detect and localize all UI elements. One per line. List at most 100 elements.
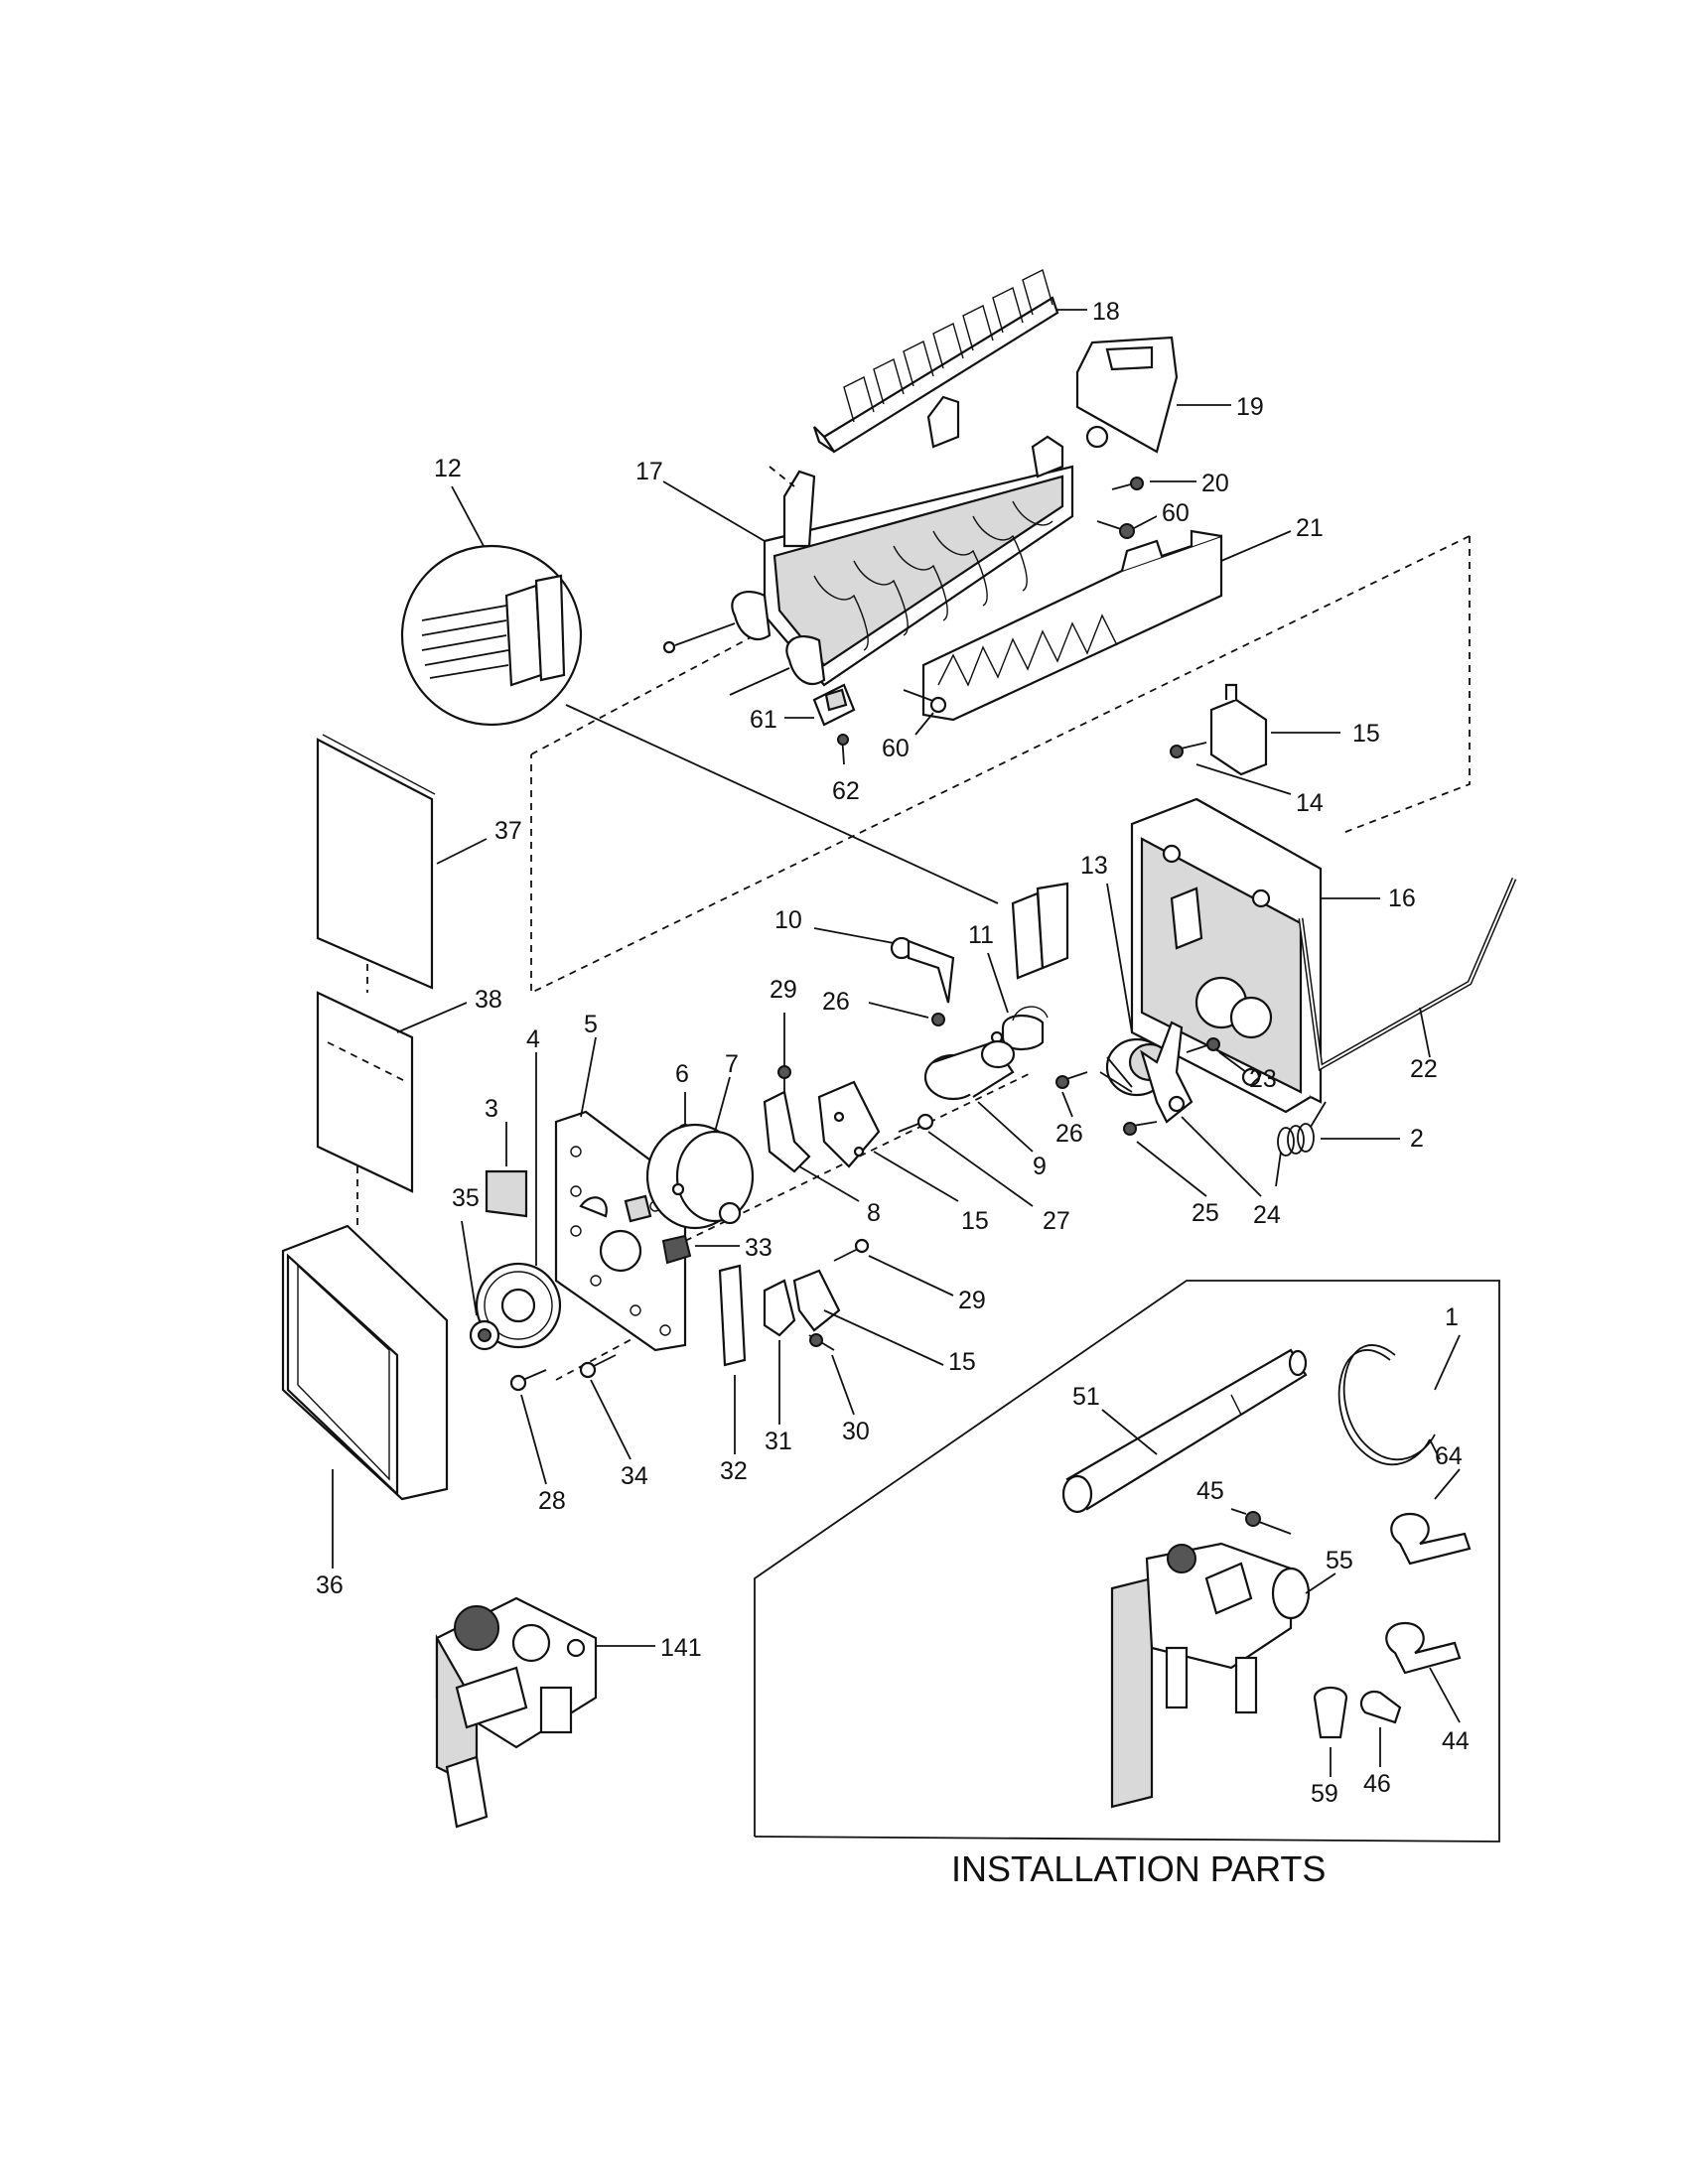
part-8-lever xyxy=(763,1090,860,1202)
part-28-screw xyxy=(509,1369,547,1485)
callout-31: 31 xyxy=(765,1428,792,1455)
callout-9: 9 xyxy=(1033,1153,1047,1180)
callout-29-upper: 29 xyxy=(770,976,797,1004)
part-29-screw-lower xyxy=(833,1238,954,1297)
part-25-screw xyxy=(1123,1121,1207,1197)
part-35-hub xyxy=(461,1220,500,1351)
callout-2: 2 xyxy=(1410,1125,1424,1153)
callout-62: 62 xyxy=(832,777,860,805)
callout-12: 12 xyxy=(434,455,462,482)
part-37-manual xyxy=(316,734,488,990)
part-11-connector xyxy=(1011,882,1069,980)
part-26-screw-left xyxy=(868,1002,945,1026)
callout-4: 4 xyxy=(526,1025,540,1053)
callout-141: 141 xyxy=(660,1634,702,1662)
callout-61: 61 xyxy=(750,706,777,734)
callout-25: 25 xyxy=(1192,1199,1219,1227)
callout-6: 6 xyxy=(675,1060,689,1088)
callout-19: 19 xyxy=(1236,393,1264,421)
callout-32: 32 xyxy=(720,1457,748,1485)
callout-18: 18 xyxy=(1092,298,1120,326)
callout-45: 45 xyxy=(1196,1477,1224,1505)
part-7-motor xyxy=(645,1076,755,1230)
installation-parts-box xyxy=(754,1280,1500,1843)
callout-64: 64 xyxy=(1435,1442,1463,1470)
callout-22: 22 xyxy=(1410,1055,1438,1083)
installation-parts-title: INSTALLATION PARTS xyxy=(951,1848,1326,1889)
callout-28: 28 xyxy=(538,1487,566,1515)
part-31-cam xyxy=(763,1279,796,1425)
callout-10: 10 xyxy=(774,906,802,934)
part-141-water-valve xyxy=(435,1596,655,1829)
part-27-screw xyxy=(898,1113,1034,1207)
part-15-switch-mid xyxy=(817,1080,959,1202)
part-21-stripper xyxy=(921,529,1292,722)
callout-24: 24 xyxy=(1253,1201,1281,1229)
part-9-cam xyxy=(923,1039,1034,1153)
callout-20: 20 xyxy=(1201,470,1229,497)
part-19-cover xyxy=(1075,336,1231,454)
part-62-screw xyxy=(837,734,849,765)
callout-55: 55 xyxy=(1326,1547,1353,1574)
part-55-valve xyxy=(1110,1542,1336,1809)
part-22-arm xyxy=(1298,878,1517,1072)
part-2-spring xyxy=(1275,1101,1400,1187)
callout-14: 14 xyxy=(1296,789,1324,817)
callout-8: 8 xyxy=(867,1199,881,1227)
part-15-switch-upper xyxy=(1209,683,1340,776)
callout-59: 59 xyxy=(1311,1780,1338,1808)
part-29-screw-upper xyxy=(777,1013,791,1092)
callout-34: 34 xyxy=(621,1462,648,1490)
callout-36: 36 xyxy=(316,1571,344,1599)
part-51-tube xyxy=(1061,1348,1308,1514)
callout-16: 16 xyxy=(1388,885,1416,912)
callout-15-lower: 15 xyxy=(948,1348,976,1376)
callout-1: 1 xyxy=(1445,1303,1459,1331)
callout-46: 46 xyxy=(1363,1770,1391,1798)
callout-33: 33 xyxy=(745,1234,772,1262)
callout-60-upper: 60 xyxy=(1162,499,1190,527)
callout-44: 44 xyxy=(1442,1727,1470,1755)
callout-26-right: 26 xyxy=(1055,1120,1083,1148)
part-4-gear xyxy=(475,1052,562,1349)
part-46-clip xyxy=(1359,1690,1402,1767)
part-64-clamp xyxy=(1390,1468,1472,1566)
part-33-spring xyxy=(661,1234,740,1265)
part-44-clamp xyxy=(1385,1621,1462,1723)
callout-15-upper: 15 xyxy=(1352,720,1380,748)
callout-60-lower: 60 xyxy=(882,735,910,762)
part-45-screw xyxy=(1230,1508,1292,1535)
part-23-screw xyxy=(1186,1037,1247,1073)
callout-11: 11 xyxy=(968,921,994,949)
callout-7: 7 xyxy=(725,1050,739,1078)
callout-15-mid: 15 xyxy=(961,1207,989,1235)
part-12-harness-detail xyxy=(400,485,999,904)
callout-13: 13 xyxy=(1080,852,1108,880)
part-1-tubing-coil xyxy=(1337,1334,1461,1466)
part-59-bushing xyxy=(1313,1686,1348,1777)
callout-3: 3 xyxy=(485,1095,498,1123)
callout-27: 27 xyxy=(1043,1207,1070,1235)
part-3-label xyxy=(485,1122,528,1218)
callout-51: 51 xyxy=(1072,1383,1100,1411)
part-38-sheet xyxy=(316,991,468,1193)
callout-5: 5 xyxy=(584,1011,598,1038)
part-36-box xyxy=(281,1224,449,1569)
part-26-screw-right xyxy=(1055,1071,1088,1118)
callout-26-left: 26 xyxy=(822,988,850,1016)
part-61-bracket xyxy=(784,683,856,727)
callout-37: 37 xyxy=(494,817,522,845)
part-34-screw xyxy=(579,1354,632,1460)
part-18-ejector xyxy=(812,268,1087,454)
part-20-screw xyxy=(1111,477,1196,490)
part-24-lever xyxy=(1140,1021,1262,1197)
part-30-screw xyxy=(808,1333,855,1416)
callout-35: 35 xyxy=(452,1184,480,1212)
callout-29-lower: 29 xyxy=(958,1287,986,1314)
part-60-screw-lower xyxy=(903,689,947,736)
part-11-thermostat xyxy=(987,952,1049,1050)
callout-30: 30 xyxy=(842,1418,870,1445)
callout-labels: 18 19 20 60 17 12 21 61 60 62 15 14 37 1… xyxy=(316,298,1470,1889)
callout-17: 17 xyxy=(635,458,663,485)
